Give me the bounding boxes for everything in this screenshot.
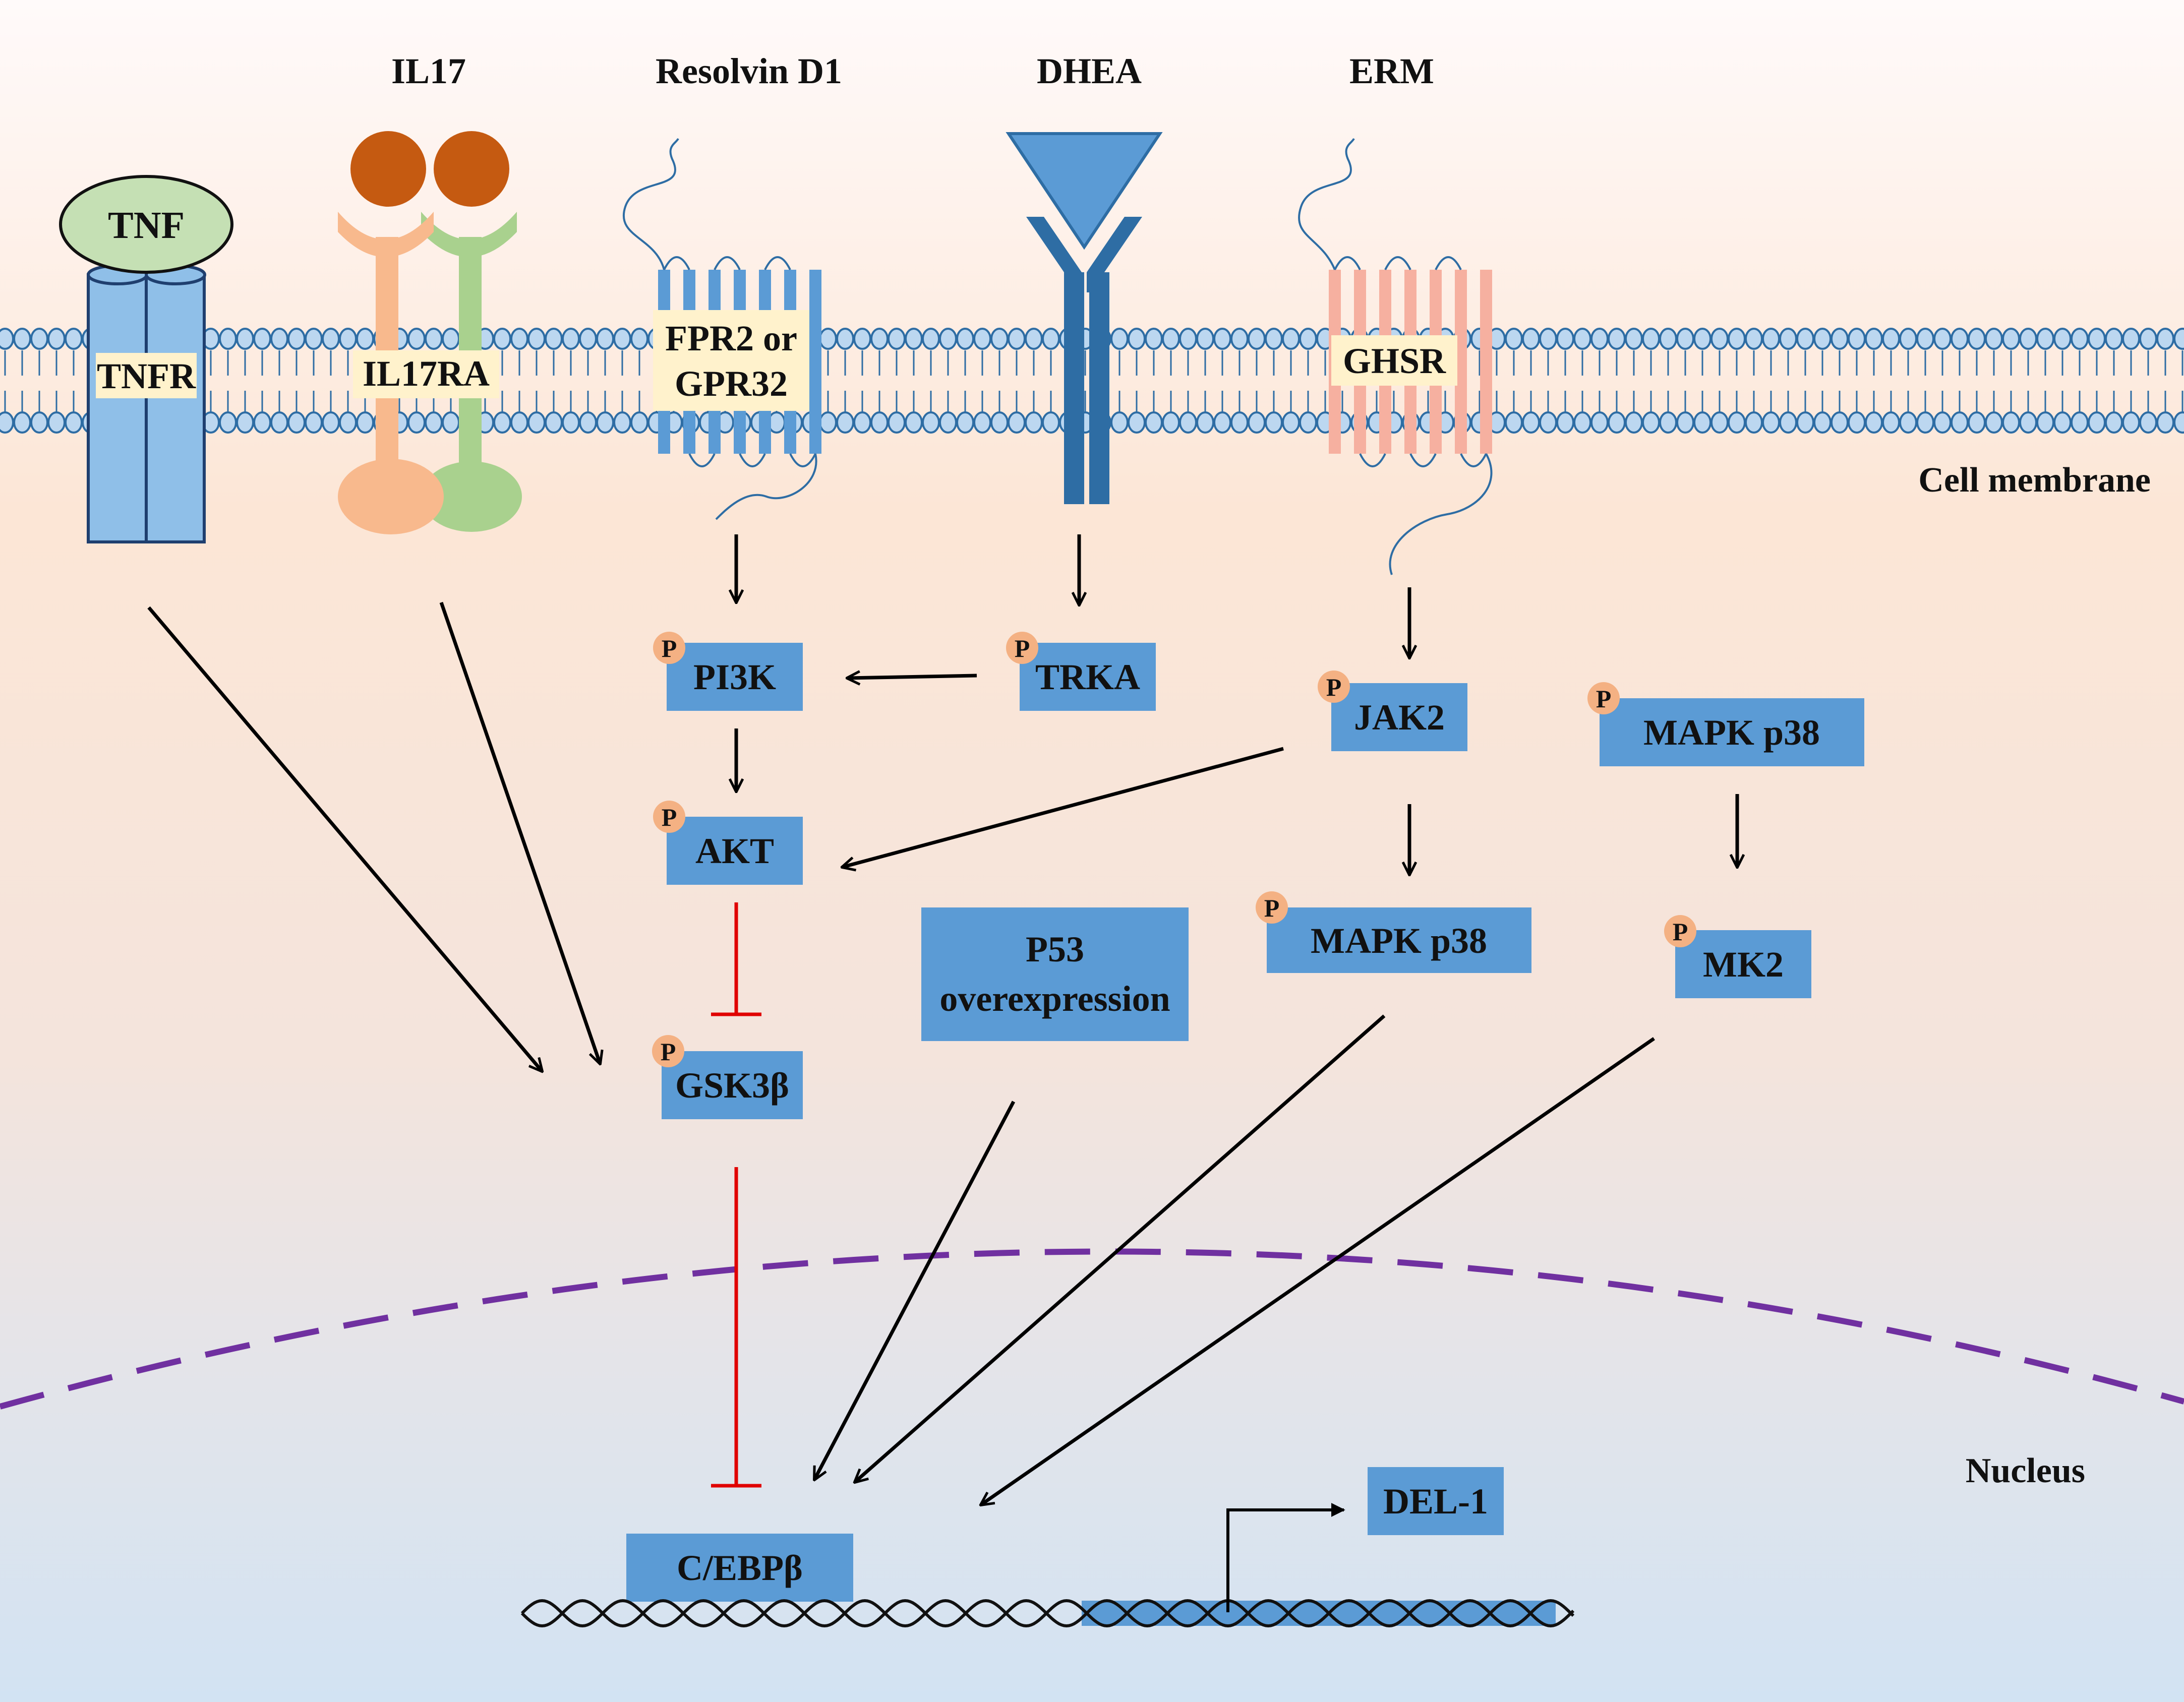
svg-text:P: P (662, 634, 677, 662)
svg-text:P: P (662, 803, 677, 831)
jak2-label: JAK2 (1354, 697, 1445, 738)
del1-node: DEL-1 (1368, 1467, 1504, 1535)
nuclear-envelope (0, 1248, 2184, 1410)
arrow-il17ra-to-gsk3b (439, 601, 600, 1064)
mapk-p38-mid-node: MAPK p38 (1267, 907, 1531, 973)
inhibition-lines (711, 902, 761, 1488)
arrow-trka-to-pi3k (847, 676, 977, 678)
akt-label: AKT (695, 831, 774, 871)
tnf-label: TNF (108, 204, 185, 247)
trka-node: TRKA (1020, 643, 1156, 711)
tnf-ligand (59, 175, 233, 274)
cell-membrane-label: Cell membrane (1918, 461, 2151, 500)
activation-arrows (147, 534, 1737, 1505)
tnfr-receptor (87, 264, 206, 543)
arrow-mapk-to-cebpb (855, 1014, 1386, 1482)
phospho-akt: P (653, 801, 685, 833)
resolvin-label: Resolvin D1 (656, 51, 842, 91)
phospho-gsk3b: P (652, 1035, 684, 1067)
phospho-jak2: P (1318, 671, 1350, 703)
nucleus-label: Nucleus (1966, 1451, 2085, 1490)
trka-receptor (1026, 217, 1142, 504)
dhea-label: DHEA (1037, 51, 1142, 91)
p53-label-line1: P53 (1026, 929, 1084, 969)
del1-label: DEL-1 (1383, 1481, 1488, 1522)
tnfr-label: TNFR (97, 356, 196, 396)
trka-label: TRKA (1035, 657, 1140, 697)
il17-label: IL17 (391, 51, 466, 91)
il17ra-label-bg (353, 350, 499, 398)
fpr2-label-bg (653, 310, 809, 411)
arrow-tnfr-to-gsk3b (147, 606, 542, 1071)
arrow-mk2-to-cebpb (981, 1037, 1655, 1505)
gsk3b-label: GSK3β (675, 1065, 789, 1106)
mk2-node: MK2 (1675, 930, 1811, 998)
cebpb-node: C/EBPβ (626, 1534, 853, 1602)
svg-text:P: P (1596, 685, 1612, 713)
phospho-pi3k: P (653, 632, 685, 664)
fpr2-label-line1: FPR2 or (665, 318, 797, 358)
p53-label-line2: overexpression (939, 979, 1170, 1019)
akt-node: AKT (667, 817, 803, 885)
dna-strand (520, 1599, 1575, 1628)
phospho-mk2: P (1664, 915, 1696, 947)
phospho-mapk-p38-mid: P (1256, 891, 1288, 924)
il17-ligand-right (434, 131, 509, 207)
p53-node: P53 overexpression (921, 907, 1189, 1041)
phospho-trka: P (1006, 632, 1038, 664)
phospho-mapk-p38-top: P (1587, 682, 1620, 714)
svg-text:P: P (1015, 634, 1030, 662)
ghsr-label-bg (1331, 335, 1457, 386)
svg-text:P: P (1673, 918, 1688, 946)
transcription-start-arrow (1226, 1503, 1345, 1612)
mk2-label: MK2 (1703, 944, 1784, 985)
pi3k-label: PI3K (693, 657, 776, 697)
jak2-node: JAK2 (1331, 683, 1467, 751)
gsk3b-node: GSK3β (662, 1051, 803, 1119)
ghsr-label: GHSR (1343, 341, 1446, 381)
arrow-p53-to-cebpb (812, 1101, 1016, 1480)
mapk-p38-mid-label: MAPK p38 (1311, 921, 1487, 961)
cebpb-label: C/EBPβ (677, 1548, 803, 1588)
svg-text:P: P (1326, 673, 1342, 701)
svg-text:P: P (1264, 894, 1280, 922)
fpr2-label-line2: GPR32 (675, 363, 788, 404)
il17-ligand-left (350, 131, 426, 207)
arrow-jak2-to-akt (842, 747, 1284, 867)
svg-text:P: P (661, 1038, 676, 1066)
tnfr-label-bg (96, 353, 197, 398)
il17ra-label: IL17RA (363, 353, 490, 394)
mapk-p38-top-label: MAPK p38 (1643, 712, 1820, 753)
pi3k-node: PI3K (667, 643, 803, 711)
erm-label: ERM (1349, 51, 1434, 91)
dhea-ligand (1006, 132, 1163, 250)
mapk-p38-top-node: MAPK p38 (1600, 698, 1864, 766)
